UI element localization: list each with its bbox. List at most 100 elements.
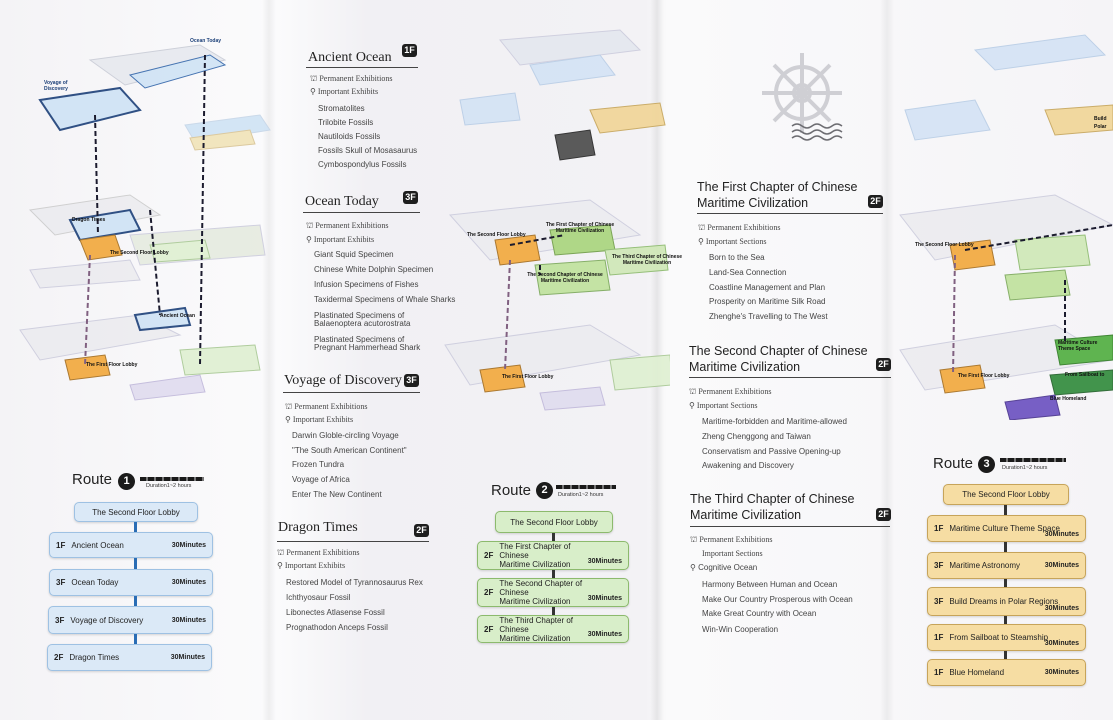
stop-duration: 30Minutes [171,579,206,586]
stop-name: Dragon Times [69,653,120,662]
route3-start[interactable]: The Second Floor Lobby [943,484,1069,505]
stop-name: Voyage of Discovery [70,615,144,625]
section-item: Harmony Between Human and Ocean [702,580,838,589]
section-title-ancient-ocean: Ancient Ocean [308,50,392,65]
exhibit-item: Darwin Globle-circling Voyage [292,431,399,440]
section-item: Zheng Chenggong and Taiwan [702,432,811,441]
chapter-title-line: The Third Chapter of Chinese [690,492,855,506]
important-label: Important Exhibits [284,561,346,570]
stop-name: Build Dreams in Polar Regions [949,597,1059,606]
permanent-label: Permanent Exhibitions [707,223,781,232]
route-connector [552,533,555,541]
stop-duration: 30Minutes [171,541,206,549]
section-item: Zhenghe's Travelling to The West [709,312,828,321]
stop-name-line: Maritime Civilization [499,597,571,606]
map-label-first-chapter: The First Chapter of Chinese Maritime Ci… [545,222,615,234]
map-label-build: Build [1094,116,1107,122]
permanent-label: Permanent Exhibitions [699,535,773,544]
stop-name: Maritime Astronomy [949,561,1021,570]
ship-wheel-logo [762,53,843,141]
exhibit-item: Fossils Skull of Mosasaurus [318,146,418,155]
important-sections-label: Important Sections [702,549,763,558]
floor-badge: 2F [868,195,883,208]
map-label-sailboat: From Sailboat to [1065,372,1105,378]
stop-duration: 30Minutes [587,558,622,565]
stop-duration: 30Minutes [171,616,206,624]
exhibit-item: Infusion Specimens of Fishes [314,280,419,289]
map-label-second-floor-lobby: The Second Floor Lobby [915,242,974,248]
stop-duration: 30Minutes [1044,562,1079,569]
stop-name-line: The Second Chapter of Chinese [499,579,583,597]
important-exhibits-label: ⚲ Important Exhibits [310,87,379,96]
section-item: Land-Sea Connection [709,268,787,277]
stop-name: Blue Homeland [949,668,1005,677]
map-label-second-floor-lobby: The Second Floor Lobby [110,250,169,256]
floor-badge: 3F [403,191,418,204]
floor-badge: 2F [876,508,891,521]
chapter-title-line: Maritime Civilization [697,196,809,210]
section-item: Make Our Country Prosperous with Ocean [702,595,853,604]
exhibit-item: Taxidermal Specimens of Whale Sharks [314,295,456,304]
section-item: Conservatism and Passive Opening-up [702,447,841,456]
important-label: Important Sections [705,237,767,246]
permanent-exhibitions-label: ⛫ Permanent Exhibitions [285,402,368,411]
map-label-voyage: Voyage of Discovery [44,80,68,92]
route3-duration: Duration1~2 hours [1002,465,1048,471]
route-connector [134,522,137,532]
section-title-voyage: Voyage of Discovery [284,373,402,388]
map-label-blue-homeland: Blue Homeland [1050,396,1087,402]
permanent-exhibitions-label: ⛫ Permanent Exhibitions [690,535,773,544]
stop-floor: 2F [54,653,64,662]
permanent-label: Permanent Exhibitions [315,221,389,230]
exhibit-item: Libonectes Atlasense Fossil [286,608,385,617]
floor-badge: 1F [402,44,417,57]
route2-label: Route [491,482,532,499]
important-sections-label: ⚲ Important Sections [689,401,758,410]
map-label-first-floor-lobby: The First Floor Lobby [86,362,138,368]
route2-start[interactable]: The Second Floor Lobby [495,511,613,533]
route2-duration: Duration1~2 hours [558,492,604,498]
exhibit-item: Ichthyosaur Fossil [286,593,351,602]
route3-label: Route [933,455,974,472]
exhibit-item: Plastinated Specimens of [314,335,405,344]
route2-number: 2 [536,482,553,499]
route1-start[interactable]: The Second Floor Lobby [74,502,198,522]
route-connector [134,558,137,569]
permanent-label: Permanent Exhibitions [319,74,393,83]
route-connector [1004,542,1007,552]
route-connector [1004,505,1007,515]
chapter-title-line: Maritime Civilization [689,360,801,374]
exhibit-item: Frozen Tundra [292,460,345,469]
stop-name-line: Maritime Civilization [499,633,571,643]
map-label-second-floor-lobby: The Second Floor Lobby [467,232,526,238]
exhibit-item: "The South American Continent" [292,446,407,455]
floor-badge: 3F [404,374,419,387]
important-label: Important Sections [696,401,758,410]
important-sections-label: ⚲ Important Sections [698,237,767,246]
chapter-title-line: The Second Chapter of Chinese [689,344,868,358]
route-connector [1004,616,1007,624]
route-connector [552,570,555,578]
stop-floor: 1F [56,540,66,550]
route1-number: 1 [118,473,135,490]
route-connector [134,596,137,606]
exhibit-item: Balaenoptera acutorostrata [314,319,411,328]
stop-name-line: The First Chapter of Chinese [499,542,571,560]
stop-duration: 30Minutes [587,595,622,602]
exhibit-item: Giant Squid Specimen [314,250,394,259]
stop-duration: 30Minutes [1044,669,1079,676]
